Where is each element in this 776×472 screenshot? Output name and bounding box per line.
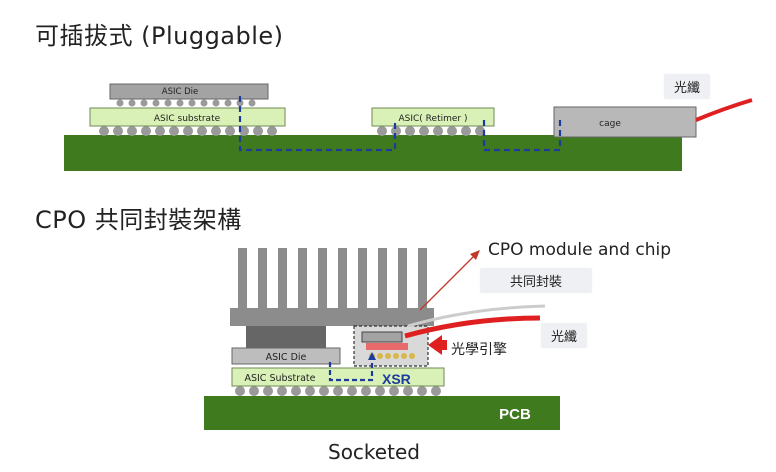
pluggable-asic-die [109, 83, 269, 100]
pluggable-asic-die-label: ASIC Die [162, 87, 199, 97]
pluggable-fiber-tag: 光纖 [664, 74, 711, 99]
solder-balls-substrate [99, 126, 277, 136]
die-bumps [116, 99, 256, 107]
optical-engine-red [366, 343, 408, 350]
cage-module [553, 106, 697, 138]
retimer-balls [377, 126, 485, 136]
cage-label: cage [599, 119, 621, 129]
cpo-asic-die-label: ASIC Die [266, 352, 307, 363]
cpo-diagram: PCB ASIC Substrate ASIC Die [204, 248, 560, 430]
top-fiber-line [695, 98, 753, 122]
socketed-caption: Socketed [328, 440, 420, 464]
cpo-solder-balls [235, 386, 441, 396]
cpo-fiber-line-gray [407, 304, 546, 328]
heat-sink [230, 248, 434, 348]
cpo-asic-substrate [231, 367, 445, 387]
cpo-module-pointer-head [470, 250, 480, 260]
retimer-label: ASIC( Retimer ) [399, 114, 468, 124]
cpo-package-tag: 共同封裝 [480, 268, 593, 293]
cpo-asic-substrate-label: ASIC Substrate [244, 373, 315, 384]
cpo-module-pointer [419, 253, 477, 311]
pluggable-asic-substrate [89, 107, 286, 127]
cpo-fiber-line [404, 315, 541, 339]
xsr-trace [328, 358, 374, 382]
cpo-module-label: CPO module and chip [488, 240, 672, 260]
optical-engine-tag: 光學引擎 [447, 337, 511, 361]
cpo-title: CPO 共同封裝架構 [35, 206, 242, 234]
retimer-chip [371, 107, 495, 127]
pluggable-pcb [64, 135, 682, 171]
trace-asic-to-retimer [238, 96, 397, 152]
optical-engine-arrow [428, 335, 450, 355]
xsr-arrowhead [368, 352, 376, 360]
xsr-label: XSR [382, 371, 411, 387]
pluggable-diagram: ASIC substrate ASIC Die ASIC( Retimer ) … [64, 83, 753, 171]
cpo-pcb-label: PCB [499, 406, 531, 423]
optical-engine-chip [361, 331, 403, 343]
cpo-pcb [204, 396, 560, 430]
pluggable-title: 可插拔式 (Pluggable) [35, 22, 284, 50]
cpo-fiber-tag: 光纖 [541, 323, 588, 348]
trace-retimer-to-cage [482, 120, 562, 152]
pluggable-asic-substrate-label: ASIC substrate [154, 114, 221, 124]
